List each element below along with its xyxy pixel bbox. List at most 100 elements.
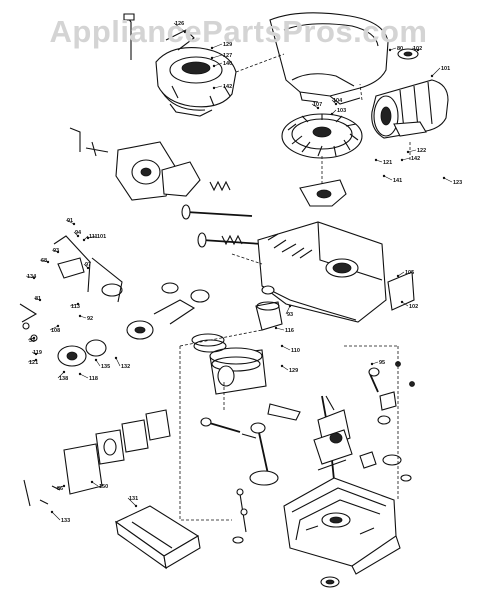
callout-leader [91, 481, 99, 487]
callout-number-94: 94 [75, 230, 82, 236]
gasket-kit-box [114, 505, 201, 570]
callout-number-141: 141 [393, 178, 402, 184]
callout-number-92: 92 [87, 316, 93, 322]
callout-dot [442, 176, 446, 180]
callout-dot [396, 274, 400, 278]
blower-housing [269, 12, 419, 105]
callout-number-133: 133 [61, 518, 70, 524]
callout-leader [275, 327, 285, 331]
callout-leader [401, 301, 409, 307]
callout-number-91: 91 [67, 218, 73, 224]
camshaft [200, 367, 397, 439]
callout-number-142: 142 [223, 84, 232, 90]
callout-number-113: 113 [71, 304, 80, 310]
callout-leader [281, 365, 289, 371]
callout-dot [78, 372, 82, 376]
callout-dot [62, 484, 66, 488]
callout-leader [443, 177, 453, 183]
callout-number-121: 121 [29, 360, 38, 366]
callout-number-116: 116 [285, 328, 294, 334]
callout-number-68: 68 [41, 258, 47, 264]
callout-number-102: 102 [413, 46, 422, 52]
callout-dot [330, 112, 334, 116]
gasket-set [23, 409, 171, 507]
callout-leader [51, 511, 61, 521]
callout-number-111: 111 [89, 234, 98, 240]
callout-dot [400, 158, 404, 162]
callout-leader [39, 259, 49, 263]
callout-dot [76, 302, 80, 306]
callout-number-131: 131 [129, 496, 138, 502]
callout-leader [79, 373, 89, 379]
callout-leader [57, 371, 65, 379]
callout-dot [370, 362, 374, 366]
callout-number-123: 123 [453, 180, 462, 186]
callout-number-132: 132 [121, 364, 130, 370]
callout-leader [213, 62, 223, 67]
callout-dot [50, 510, 54, 514]
callout-leader [115, 357, 121, 367]
callout-dot [382, 174, 386, 178]
callout-number-118: 118 [89, 376, 98, 382]
callout-number-97: 97 [85, 262, 91, 268]
oil-sump [232, 477, 401, 588]
crankshaft [249, 395, 353, 486]
callout-leader [285, 305, 291, 315]
muffler [371, 79, 449, 139]
callout-dot [90, 480, 94, 484]
callout-dot [86, 266, 90, 270]
callout-number-80: 80 [397, 46, 403, 52]
callout-dot [86, 236, 90, 240]
callout-dot [374, 158, 378, 162]
callout-leader [311, 103, 319, 109]
callout-leader [213, 85, 223, 89]
callout-number-107: 107 [313, 102, 322, 108]
callout-dot [76, 234, 80, 238]
callout-dot [82, 238, 86, 242]
callout-dot [34, 352, 38, 356]
callout-dot [416, 48, 420, 52]
callout-number-129: 129 [289, 368, 298, 374]
callout-dot [210, 56, 214, 60]
callout-dot [388, 48, 392, 52]
callout-number-142: 142 [411, 156, 420, 162]
gear-train [57, 282, 210, 367]
callout-dot [34, 358, 38, 362]
callout-leader [401, 157, 411, 161]
callout-number-104: 104 [333, 98, 343, 104]
callout-number-103: 103 [337, 108, 346, 114]
callout-leader [95, 359, 101, 367]
callout-dot [280, 344, 284, 348]
callout-leader [65, 219, 75, 225]
callout-number-105: 105 [405, 270, 414, 276]
callout-number-33: 33 [29, 338, 35, 344]
callout-dot [62, 370, 66, 374]
callout-dot [406, 150, 410, 154]
callout-leader [211, 54, 223, 59]
callout-leader [431, 67, 441, 77]
callout-number-121: 121 [383, 160, 392, 166]
callout-number-93: 93 [53, 248, 59, 254]
callout-dot [56, 250, 60, 254]
callout-number-101: 101 [441, 66, 450, 72]
valve-train [181, 180, 263, 248]
callout-number-138: 138 [59, 376, 68, 382]
callout-number-140: 140 [223, 61, 232, 67]
callout-number-135: 135 [101, 364, 110, 370]
callout-number-108: 108 [51, 328, 60, 334]
callout-leader [127, 497, 137, 507]
callout-dot [210, 46, 214, 50]
callout-leader [397, 271, 405, 277]
callout-leader [173, 22, 186, 33]
callout-dot [212, 86, 216, 90]
callout-number-95: 95 [379, 360, 385, 366]
callout-leader [49, 325, 59, 331]
callout-number-119: 119 [33, 350, 42, 356]
callout-number-93: 93 [287, 312, 293, 318]
callout-dot [38, 298, 42, 302]
callout-dot [212, 64, 216, 68]
callout-dot [32, 336, 36, 340]
callout-dot [56, 324, 60, 328]
callout-leader [211, 43, 223, 49]
